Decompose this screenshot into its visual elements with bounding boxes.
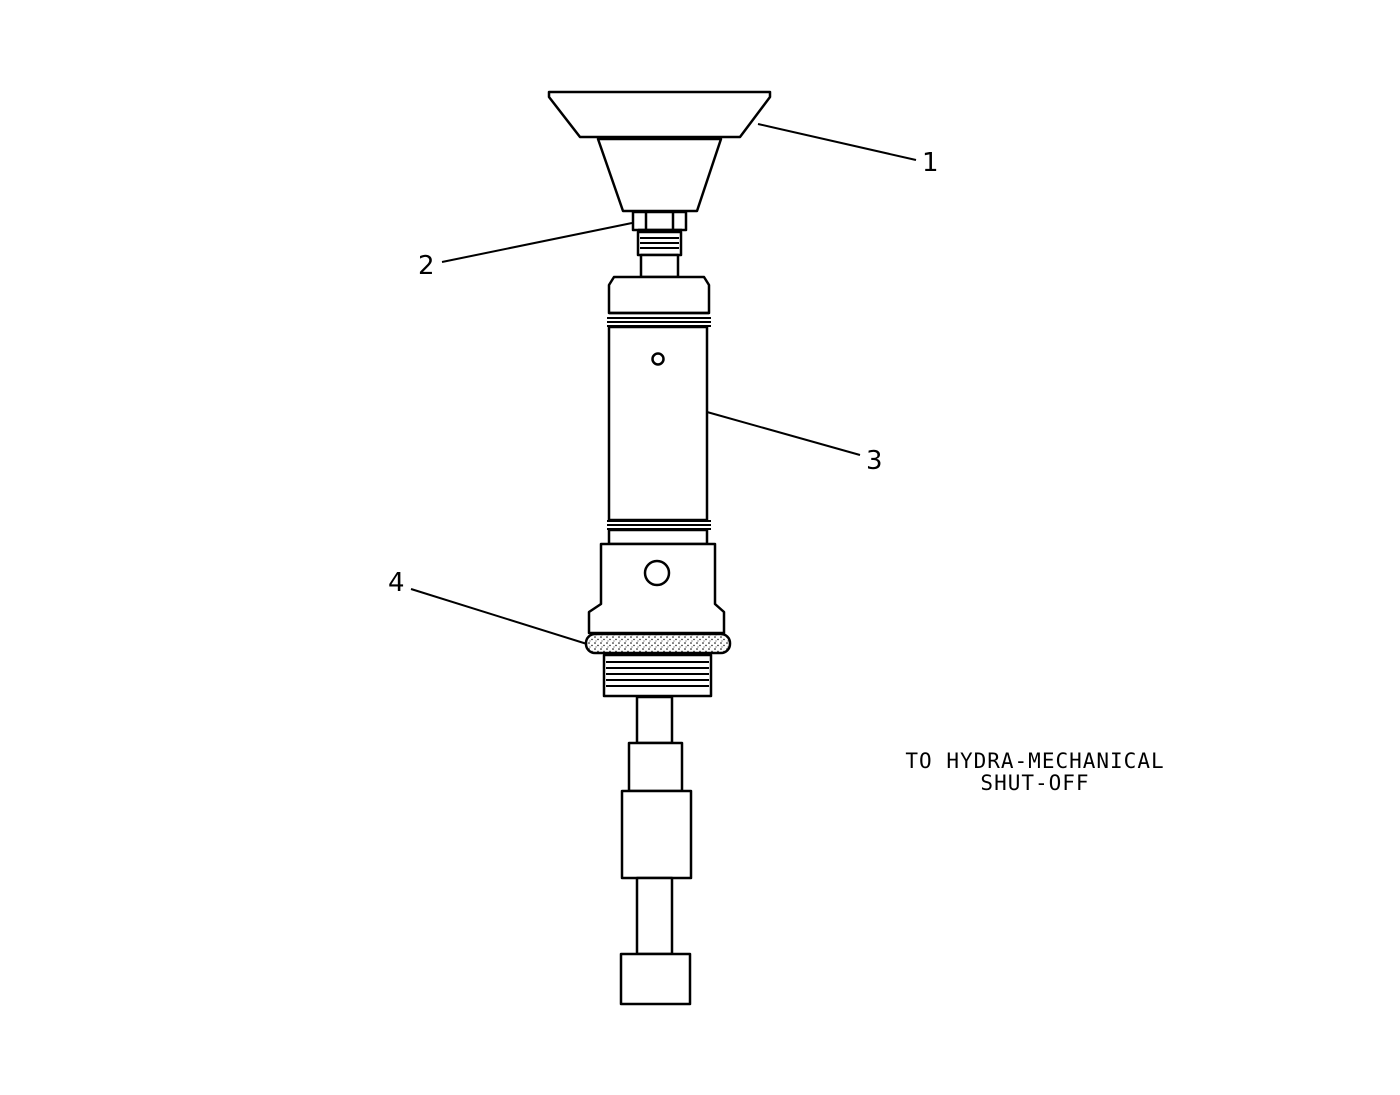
note-line-1: TO HYDRA-MECHANICAL [905, 749, 1165, 773]
callout-4: 4 [388, 568, 405, 598]
leader-line-4 [410, 588, 588, 645]
lower-stem-assembly [602, 653, 713, 1006]
diagram-note: TO HYDRA-MECHANICAL SHUT-OFF [880, 750, 1190, 794]
callout-1: 1 [922, 148, 939, 178]
part-3-cylinder-body [587, 275, 726, 635]
leader-line-2 [441, 222, 633, 263]
leader-line-3 [706, 411, 861, 456]
note-line-2: SHUT-OFF [980, 771, 1090, 795]
callout-3: 3 [866, 446, 883, 476]
part-4-o-ring [584, 632, 732, 655]
leader-lines [410, 123, 917, 645]
part-2-nut [631, 210, 688, 279]
callout-2: 2 [418, 251, 435, 281]
part-1-funnel [547, 90, 772, 213]
leader-line-1 [757, 123, 917, 161]
